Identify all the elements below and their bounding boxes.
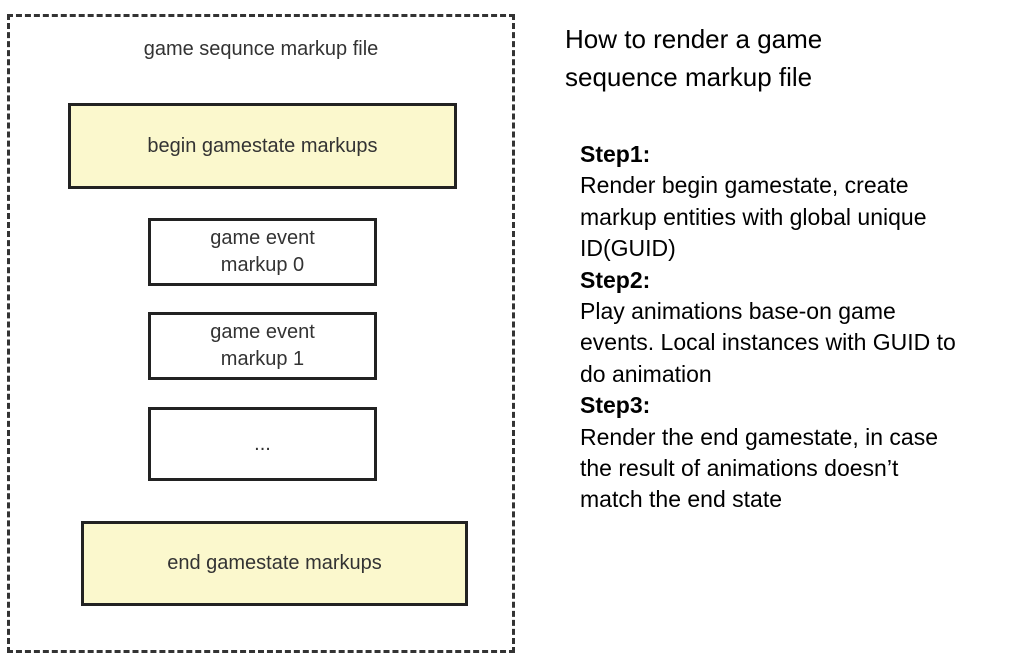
step-2: Step2: Play animations base-on game even… [580,265,1020,391]
game-event-label-1: game event markup 1 [210,321,315,370]
game-event-box-ellipsis: ... [148,407,377,481]
end-gamestate-label: end gamestate markups [167,552,382,574]
game-event-ellipsis-label: ... [254,432,271,455]
begin-gamestate-box: begin gamestate markups [68,103,457,189]
step-1: Step1: Render begin gamestate, create ma… [580,139,1020,265]
step-3: Step3: Render the end gamestate, in case… [580,390,1020,516]
game-event-box-1: game event markup 1 [148,312,377,380]
step-3-text: Render the end gamestate, in case the re… [580,423,939,513]
begin-gamestate-label: begin gamestate markups [147,134,378,157]
game-event-box-0: game event markup 0 [148,218,377,286]
step-2-text: Play animations base-on game events. Loc… [580,298,956,387]
step-1-text: Render begin gamestate, create markup en… [580,172,927,262]
game-event-label-0: game event markup 0 [210,227,315,276]
step-3-title: Step3: [580,392,651,419]
step-1-title: Step1: [580,141,651,167]
end-gamestate-box: end gamestate markups [81,521,468,606]
steps-list: Step1: Render begin gamestate, create ma… [580,139,1020,516]
step-2-title: Step2: [580,266,651,293]
explanation-heading: How to render a game sequence markup fil… [565,24,823,92]
markup-file-title: game sequnce markup file [143,38,379,60]
